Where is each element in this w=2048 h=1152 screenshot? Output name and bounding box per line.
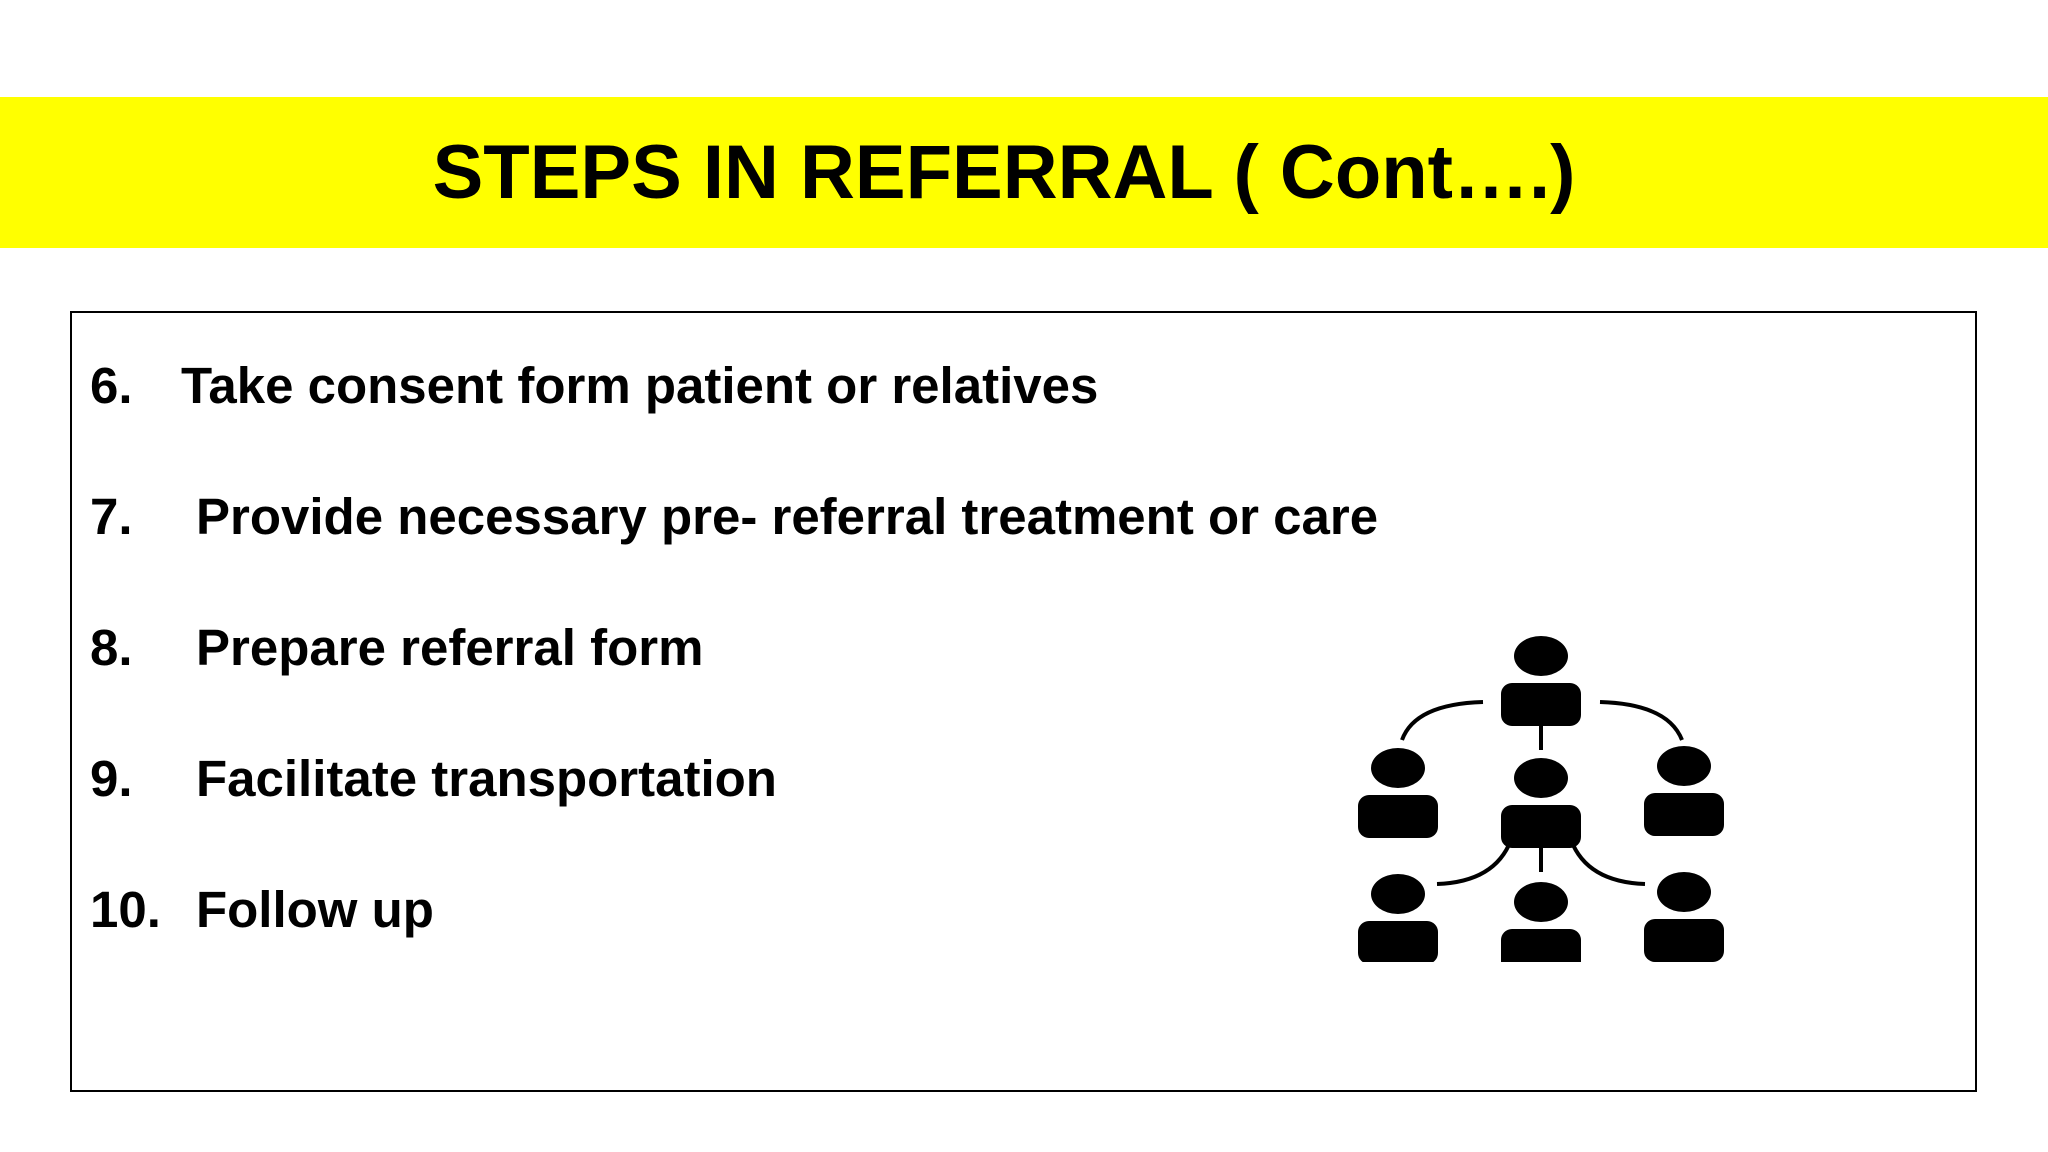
- content-box: [70, 311, 1977, 1092]
- step-text: Take consent form patient or relatives: [181, 357, 1099, 414]
- step-number: 10.: [90, 881, 161, 938]
- step-number: 8.: [90, 619, 133, 676]
- step-text: Follow up: [196, 881, 434, 938]
- step-text: Prepare referral form: [196, 619, 704, 676]
- title-band: STEPS IN REFERRAL ( Cont….): [0, 97, 2048, 248]
- step-text: Facilitate transportation: [196, 750, 777, 807]
- step-number: 6.: [90, 357, 133, 414]
- step-text: Provide necessary pre- referral treatmen…: [196, 488, 1379, 545]
- organization-chart-icon: [1358, 636, 1724, 962]
- step-number: 9.: [90, 750, 133, 807]
- slide-title: STEPS IN REFERRAL ( Cont….): [432, 130, 1576, 215]
- step-number: 7.: [90, 488, 133, 545]
